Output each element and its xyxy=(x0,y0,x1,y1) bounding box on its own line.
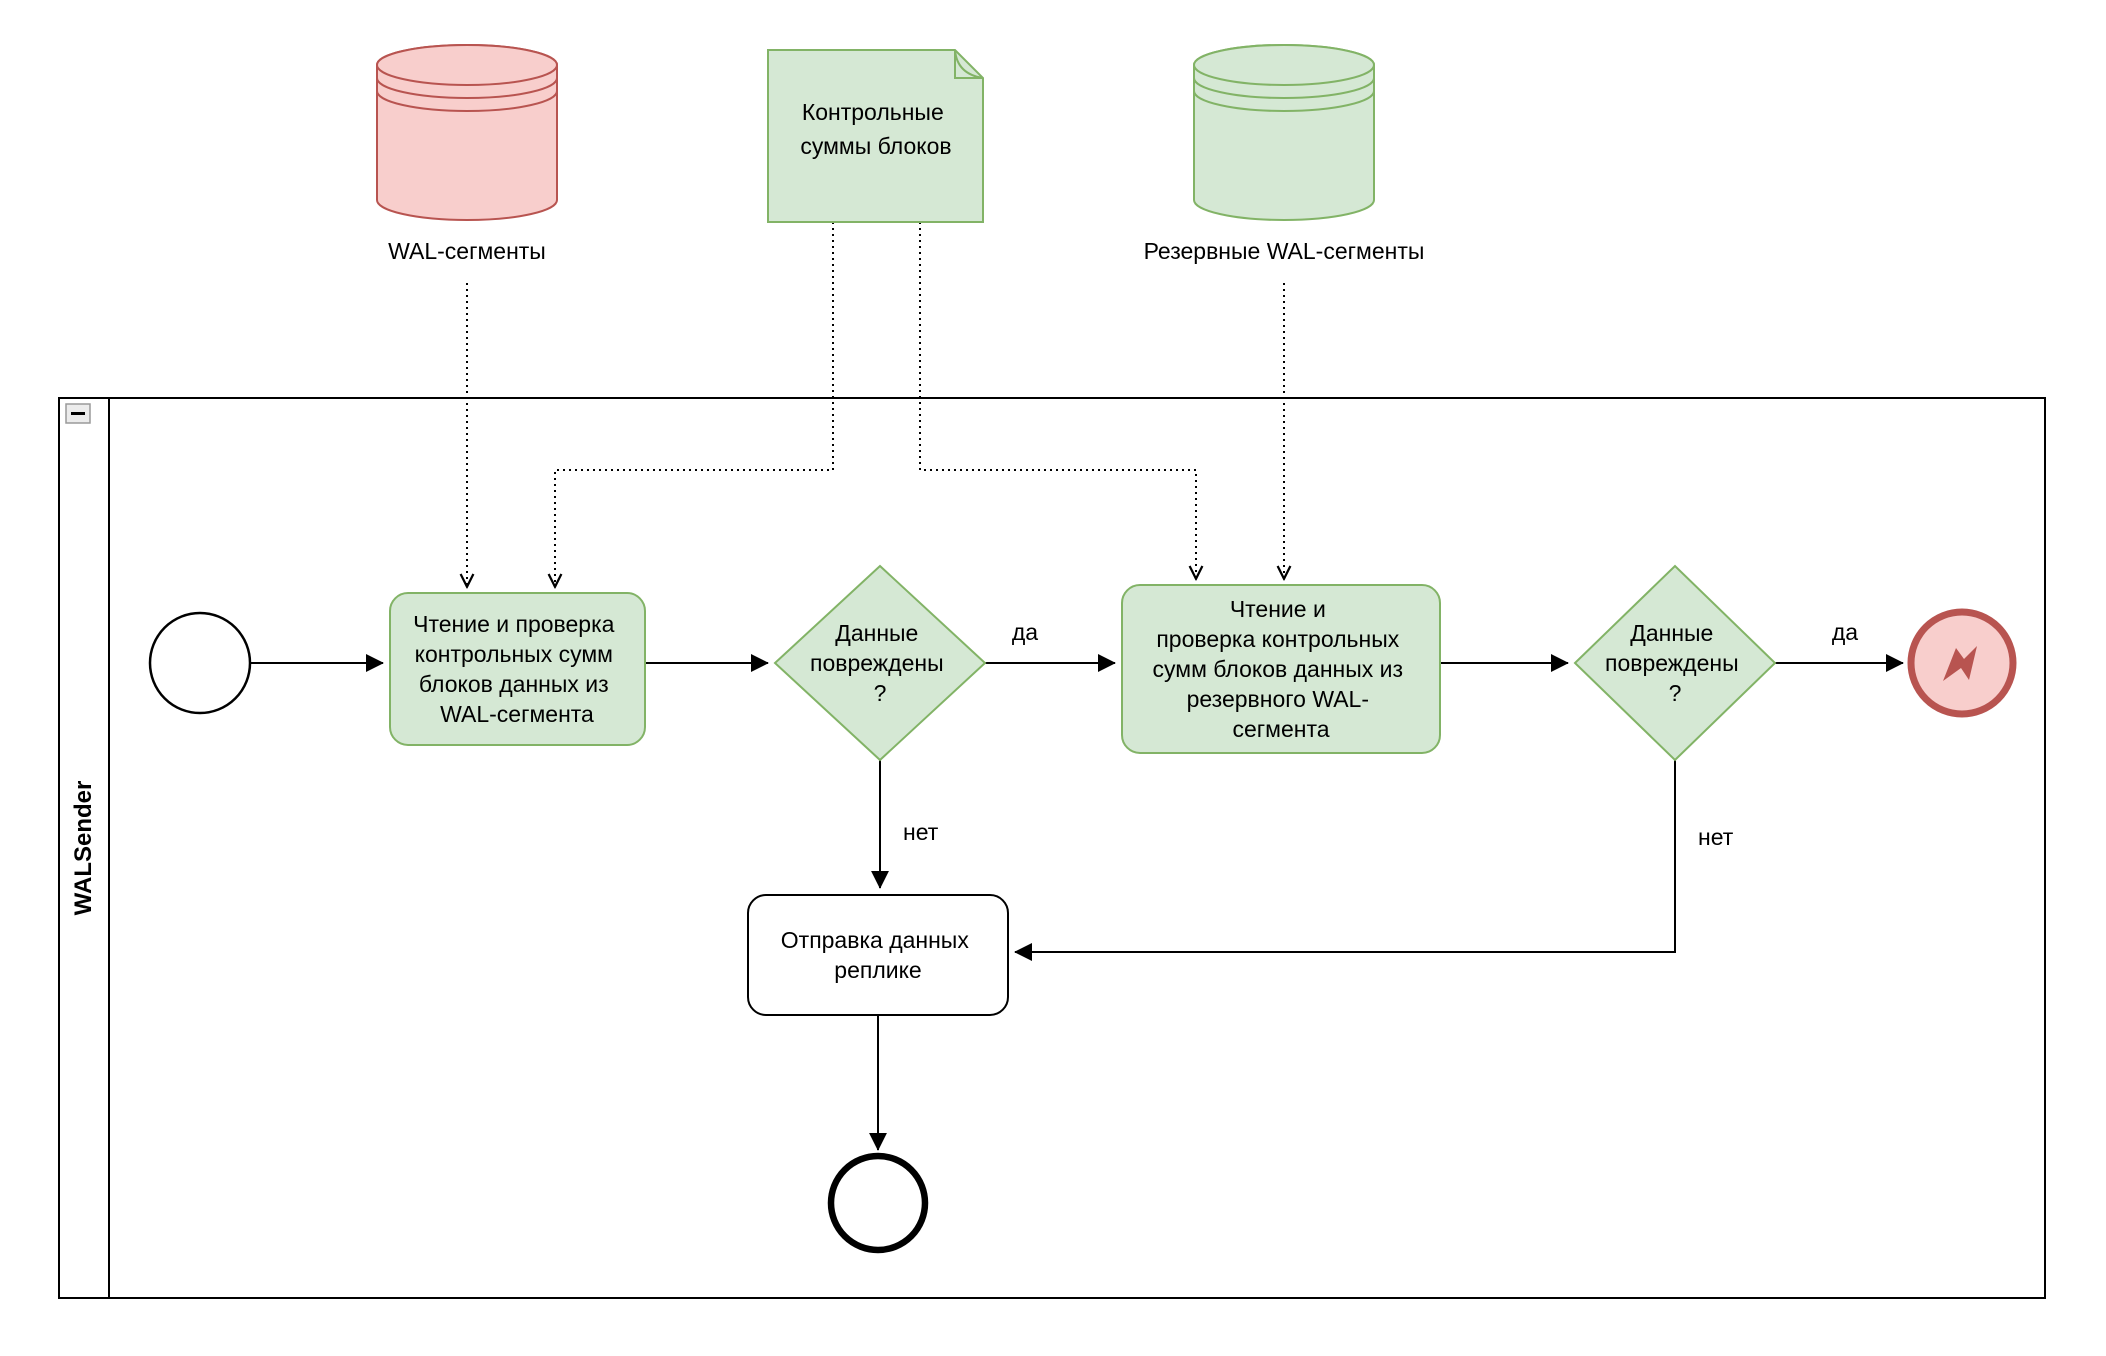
store-label: WAL-сегменты xyxy=(388,238,546,264)
flow-gateway2-yes-to-error-end[interactable]: да xyxy=(1775,619,1904,672)
pool-collapse-button[interactable] xyxy=(65,403,91,424)
error-end-event[interactable] xyxy=(1907,608,2017,718)
data-store-backup-wal-segments[interactable]: Резервные WAL-сегменты xyxy=(1144,44,1425,264)
note-icon[interactable] xyxy=(767,49,984,223)
pool-walsender[interactable]: WALSender xyxy=(58,397,2046,1299)
gateway-data-corrupted-1[interactable]: Данные повреждены ? xyxy=(773,564,987,762)
gateway-label: Данные повреждены ? xyxy=(810,620,950,706)
start-event-circle[interactable] xyxy=(148,611,252,715)
edge-label-no: нет xyxy=(1698,824,1734,850)
pool-title: WALSender xyxy=(70,781,97,916)
gateway-diamond[interactable] xyxy=(773,564,987,762)
edge-label-no: нет xyxy=(903,819,939,845)
gateway-label: Данные повреждены ? xyxy=(1605,620,1745,706)
end-event[interactable] xyxy=(827,1152,929,1254)
store-label: Резервные WAL-сегменты xyxy=(1144,238,1425,264)
task-label: Чтение и проверка контрольных сумм блоко… xyxy=(1153,596,1410,742)
flow-gateway1-no-to-send[interactable]: нет xyxy=(871,760,939,889)
association-line[interactable] xyxy=(555,222,834,586)
task-read-check-backup[interactable]: Чтение и проверка контрольных сумм блоко… xyxy=(1121,584,1441,754)
flow-line[interactable] xyxy=(1014,760,1676,961)
task-read-check-wal[interactable]: Чтение и проверка контрольных сумм блоко… xyxy=(389,592,646,746)
end-event-circle[interactable] xyxy=(827,1152,929,1254)
note-label: Контрольные суммы блоков xyxy=(800,99,951,159)
edge-label-yes: да xyxy=(1012,619,1038,645)
cylinder-ring xyxy=(1193,77,1375,99)
cylinder-top xyxy=(1193,44,1375,86)
gateway-data-corrupted-2[interactable]: Данные повреждены ? xyxy=(1573,564,1777,762)
association-checksums-to-read-wal[interactable] xyxy=(555,222,834,586)
task-box[interactable] xyxy=(389,592,646,746)
task-label: Отправка данных реплике xyxy=(781,927,975,983)
association-line[interactable] xyxy=(919,222,1196,578)
task-send-to-replica[interactable]: Отправка данных реплике xyxy=(747,894,1009,1016)
cylinder-ring xyxy=(376,90,558,112)
note-block-checksums[interactable]: Контрольные суммы блоков xyxy=(767,49,984,223)
flow-gateway2-no-to-send[interactable]: нет xyxy=(1014,760,1734,961)
flow-gateway1-yes-to-read-backup[interactable]: да xyxy=(985,619,1116,672)
task-label: Чтение и проверка контрольных сумм блоко… xyxy=(413,611,621,727)
edge-label-yes: да xyxy=(1832,619,1858,645)
start-event[interactable] xyxy=(148,611,252,715)
task-box[interactable] xyxy=(1121,584,1441,754)
data-store-wal-segments[interactable]: WAL-сегменты xyxy=(376,44,558,264)
cylinder-top xyxy=(376,44,558,86)
association-checksums-to-read-backup[interactable] xyxy=(919,222,1196,578)
cylinder-ring xyxy=(1193,90,1375,112)
gateway-diamond[interactable] xyxy=(1573,564,1777,762)
cylinder-ring xyxy=(376,77,558,99)
pool-border[interactable] xyxy=(58,397,2046,1299)
note-fold-corner xyxy=(954,49,984,79)
lightning-icon xyxy=(1943,646,1977,681)
task-box[interactable] xyxy=(747,894,1009,1016)
